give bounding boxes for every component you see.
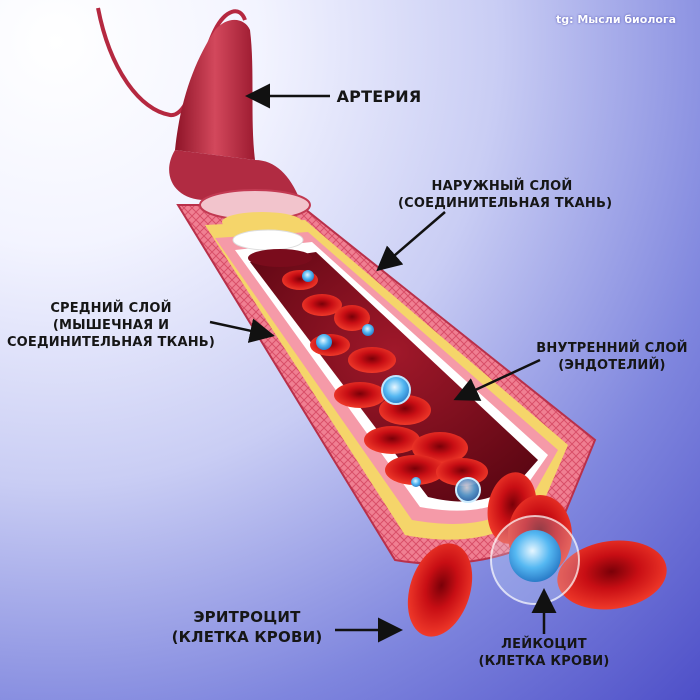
erythrocyte-cell bbox=[407, 543, 473, 637]
artery-tube bbox=[175, 19, 255, 161]
inner-layer-label: ВНУТРЕННИЙ СЛОЙ (ЭНДОТЕЛИЙ) bbox=[536, 341, 688, 373]
inner-leukocytes bbox=[302, 270, 481, 503]
watermark-text: tg: Мысли биолога bbox=[556, 13, 677, 26]
outer-layer-arrow bbox=[376, 211, 446, 272]
middle-layer-arrow bbox=[209, 318, 275, 343]
escaping-blood-cells bbox=[407, 472, 667, 637]
middle-layer-label: СРЕДНИЙ СЛОЙ (МЫШЕЧНАЯ И СОЕДИНИТЕЛЬНАЯ … bbox=[6, 301, 216, 350]
pointer-arrows bbox=[209, 83, 557, 643]
inner-layer-arrow bbox=[453, 358, 541, 401]
leukocyte-cell bbox=[509, 530, 561, 582]
leukocyte-label: ЛЕЙКОЦИТ (КЛЕТКА КРОВИ) bbox=[478, 637, 610, 669]
outer-layer-label: НАРУЖНЫЙ СЛОЙ (СОЕДИНИТЕЛЬНАЯ ТКАНЬ) bbox=[398, 179, 613, 211]
artery-label: АРТЕРИЯ bbox=[336, 87, 422, 106]
erythrocyte-label: ЭРИТРОЦИТ (КЛЕТКА КРОВИ) bbox=[171, 608, 323, 646]
